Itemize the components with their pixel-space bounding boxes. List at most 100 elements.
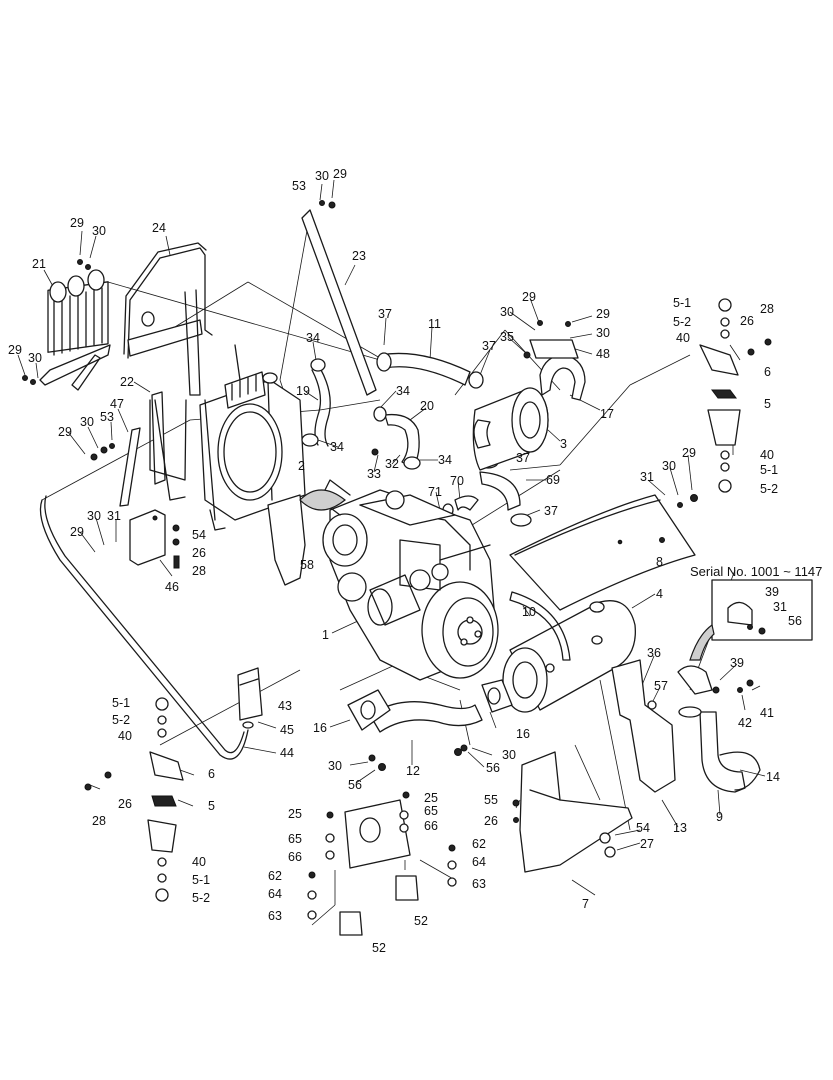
callout-40: 40 [118, 729, 132, 743]
callout-20: 20 [420, 399, 434, 413]
callout-26: 26 [740, 314, 754, 328]
callout-29: 29 [596, 307, 610, 321]
callout-1: 1 [322, 628, 329, 642]
callout-30: 30 [596, 326, 610, 340]
muffler-bracket [512, 751, 633, 873]
callout-29: 29 [522, 290, 536, 304]
callout-21: 21 [32, 257, 46, 271]
callout-36: 36 [647, 646, 661, 660]
callout-29: 29 [333, 167, 347, 181]
callout-30: 30 [28, 351, 42, 365]
radiator-guard-frame [123, 242, 213, 396]
callout-29: 29 [8, 343, 22, 357]
callout-56: 56 [348, 778, 362, 792]
callout-53: 53 [292, 179, 306, 193]
callout-53: 53 [100, 410, 114, 424]
callout-25: 25 [288, 807, 302, 821]
heat-shield [509, 494, 698, 611]
callout-62: 62 [268, 869, 282, 883]
callout-30: 30 [87, 509, 101, 523]
callout-40: 40 [192, 855, 206, 869]
callout-17: 17 [600, 407, 614, 421]
callout-25: 25 [424, 791, 438, 805]
callout-30: 30 [500, 305, 514, 319]
callout-62: 62 [472, 837, 486, 851]
callout-30: 30 [328, 759, 342, 773]
radiator-stay-rod [301, 200, 377, 396]
callout-34: 34 [438, 453, 452, 467]
callout-37: 37 [482, 339, 496, 353]
callout-26: 26 [192, 546, 206, 560]
callout-28: 28 [92, 814, 106, 828]
callout-40: 40 [676, 331, 690, 345]
callout-34: 34 [396, 384, 410, 398]
callout-29: 29 [70, 216, 84, 230]
callout-5-1: 5-1 [673, 296, 691, 310]
callout-35: 35 [500, 330, 514, 344]
callout-6: 6 [208, 767, 215, 781]
callout-37: 37 [544, 504, 558, 518]
callout-65: 65 [288, 832, 302, 846]
callout-58: 58 [300, 558, 314, 572]
shroud-side-plates [90, 391, 187, 507]
callout-64: 64 [268, 887, 282, 901]
callout-12: 12 [406, 764, 420, 778]
callout-11: 11 [428, 317, 441, 331]
callout-13: 13 [673, 821, 687, 835]
callout-28: 28 [192, 564, 206, 578]
callout-2: 2 [298, 459, 305, 473]
leader-lines [17, 179, 766, 926]
callout-30: 30 [92, 224, 106, 238]
callout-64: 64 [472, 855, 486, 869]
callout-5-1: 5-1 [112, 696, 130, 710]
callout-44: 44 [280, 746, 294, 760]
reserve-tank [39, 495, 263, 760]
callout-47: 47 [110, 397, 124, 411]
callout-57: 57 [654, 679, 668, 693]
air-cleaner [472, 387, 549, 471]
callout-5-2: 5-2 [192, 891, 210, 905]
callout-48: 48 [596, 347, 610, 361]
callout-labels: 29 30 53 23 24 29 30 21 29 30 22 47 53 3… [8, 167, 780, 955]
callout-5-1: 5-1 [760, 463, 778, 477]
callout-34: 34 [330, 440, 344, 454]
callout-5-2: 5-2 [112, 713, 130, 727]
callout-5: 5 [208, 799, 215, 813]
bracket-46 [129, 509, 180, 569]
callout-23: 23 [352, 249, 366, 263]
callout-26: 26 [484, 814, 498, 828]
engine-mount-right [699, 298, 772, 493]
callout-5-2: 5-2 [673, 315, 691, 329]
callout-26: 26 [118, 797, 132, 811]
callout-70: 70 [450, 474, 464, 488]
callout-7: 7 [582, 897, 589, 911]
shield-plate [267, 494, 306, 586]
callout-5-2: 5-2 [760, 482, 778, 496]
callout-27: 27 [640, 837, 654, 851]
callout-40: 40 [760, 448, 774, 462]
callout-33: 33 [367, 467, 381, 481]
engine-mount-left [84, 697, 184, 902]
callout-63: 63 [472, 877, 486, 891]
callout-66: 66 [424, 819, 438, 833]
callout-29: 29 [58, 425, 72, 439]
callout-54: 54 [636, 821, 650, 835]
serial-inset: Serial No. 1001 ~ 1147 39 31 56 [689, 564, 822, 661]
callout-22: 22 [120, 375, 134, 389]
callout-8: 8 [656, 555, 663, 569]
callout-46: 46 [165, 580, 179, 594]
callout-66: 66 [288, 850, 302, 864]
callout-16: 16 [313, 721, 327, 735]
callout-43: 43 [278, 699, 292, 713]
callout-10: 10 [522, 605, 536, 619]
callout-31: 31 [107, 509, 121, 523]
callout-31: 31 [640, 470, 654, 484]
air-cleaner-bracket [523, 320, 586, 401]
callout-5-1: 5-1 [192, 873, 210, 887]
inset-callout-31: 31 [773, 600, 787, 614]
callout-30: 30 [80, 415, 94, 429]
callout-5: 5 [764, 397, 771, 411]
callout-37: 37 [516, 451, 530, 465]
callout-24: 24 [152, 221, 166, 235]
